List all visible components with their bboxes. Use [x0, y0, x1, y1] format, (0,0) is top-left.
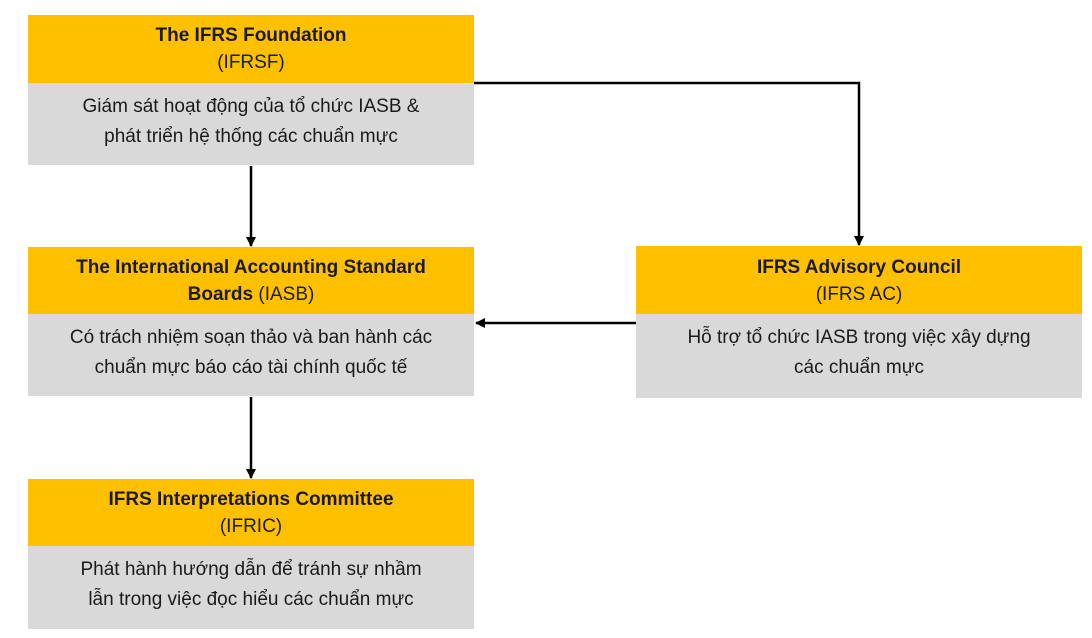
- advisory-abbr: (IFRS AC): [815, 284, 903, 305]
- ifric-desc-line1: Phát hành hướng dẫn để tránh sự nhầm: [80, 559, 422, 580]
- ifrsf-title: The IFRS Foundation: [155, 25, 347, 46]
- ifrsf-box: The IFRS Foundation (IFRSF) Giám sát hoạ…: [28, 15, 474, 165]
- iasb-title-line2: Boards: [187, 284, 254, 305]
- ifric-desc-line2: lẫn trong việc đọc hiểu các chuẩn mực: [88, 589, 414, 610]
- advisory-desc-line2: các chuẩn mực: [794, 357, 924, 378]
- ifric-header: IFRS Interpretations Committee (IFRIC): [28, 479, 474, 546]
- advisory-council-box: IFRS Advisory Council (IFRS AC) Hỗ trợ t…: [636, 246, 1082, 398]
- advisory-desc-line1: Hỗ trợ tổ chức IASB trong việc xây dựng: [687, 327, 1031, 348]
- ifric-box: IFRS Interpretations Committee (IFRIC) P…: [28, 479, 474, 629]
- ifrsf-description: Giám sát hoạt động của tổ chức IASB & ph…: [28, 83, 474, 165]
- iasb-desc-line1: Có trách nhiệm soạn thảo và ban hành các: [69, 327, 433, 348]
- iasb-header: The International Accounting Standard Bo…: [28, 247, 474, 314]
- iasb-box: The International Accounting Standard Bo…: [28, 247, 474, 396]
- ifrsf-header: The IFRS Foundation (IFRSF): [28, 15, 474, 83]
- ifrsf-abbr: (IFRSF): [217, 52, 285, 73]
- iasb-abbr: (IASB): [253, 284, 315, 305]
- ifrsf-desc-line1: Giám sát hoạt động của tổ chức IASB &: [82, 96, 420, 117]
- arrow-ifrsf-to-advisory: [474, 81, 864, 246]
- iasb-title-line1: The International Accounting Standard: [76, 257, 426, 278]
- iasb-description: Có trách nhiệm soạn thảo và ban hành các…: [28, 314, 474, 396]
- ifric-description: Phát hành hướng dẫn để tránh sự nhầm lẫn…: [28, 546, 474, 629]
- ifrsf-desc-line2: phát triển hệ thống các chuẩn mực: [104, 126, 398, 147]
- iasb-desc-line2: chuẩn mực báo cáo tài chính quốc tế: [94, 357, 408, 378]
- advisory-title: IFRS Advisory Council: [756, 257, 962, 278]
- ifric-title: IFRS Interpretations Committee: [108, 489, 394, 510]
- ifric-abbr: (IFRIC): [219, 516, 283, 537]
- advisory-header: IFRS Advisory Council (IFRS AC): [636, 246, 1082, 314]
- advisory-description: Hỗ trợ tổ chức IASB trong việc xây dựng …: [636, 314, 1082, 398]
